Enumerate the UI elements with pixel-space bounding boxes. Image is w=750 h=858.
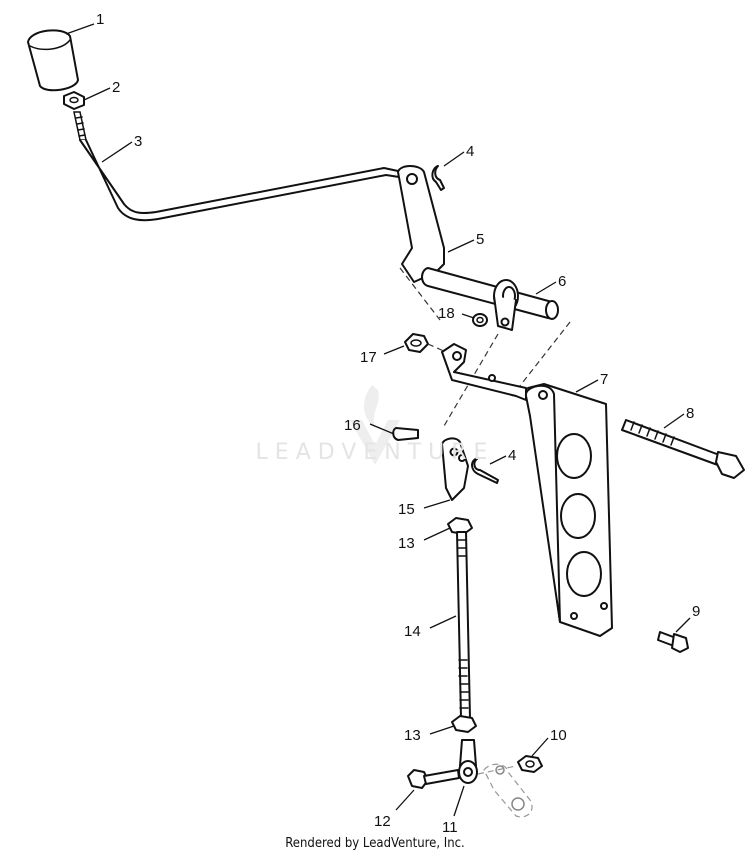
leader-lines <box>65 23 691 817</box>
jam-nut-lower <box>451 715 477 733</box>
callout-6: 6 <box>558 273 566 290</box>
callout-7: 7 <box>600 371 608 388</box>
callout-15: 15 <box>398 501 415 518</box>
mating-linkage-ghost <box>477 763 533 818</box>
clevis-pin <box>392 427 419 441</box>
callout-5: 5 <box>476 231 484 248</box>
callout-4-lower: 4 <box>508 447 516 464</box>
callout-17: 17 <box>360 349 377 366</box>
nut-top <box>63 91 85 110</box>
callouts: 1 2 3 4 5 6 18 17 7 8 9 16 4 15 13 14 13… <box>96 11 700 836</box>
callout-16: 16 <box>344 417 361 434</box>
cotter-pin-lower <box>471 457 499 484</box>
callout-12: 12 <box>374 813 391 830</box>
callout-2: 2 <box>112 79 120 96</box>
callout-13-upper: 13 <box>398 535 415 552</box>
bracket <box>441 343 613 637</box>
callout-4-upper: 4 <box>466 143 474 160</box>
footer-credit: Rendered by LeadVenture, Inc. <box>285 836 465 851</box>
rod-end-bolt <box>407 769 460 789</box>
callout-10: 10 <box>550 727 567 744</box>
callout-11: 11 <box>442 819 458 836</box>
lever-arm <box>397 165 445 283</box>
callout-3: 3 <box>134 133 142 150</box>
rod-end <box>458 739 478 784</box>
knob <box>27 29 79 92</box>
threaded-rod <box>456 531 471 719</box>
shift-lever-rod <box>73 111 400 222</box>
callout-13-lower: 13 <box>404 727 421 744</box>
rod-end-nut <box>517 755 543 773</box>
callout-1: 1 <box>96 11 104 28</box>
clevis <box>441 437 469 501</box>
callout-9: 9 <box>692 603 700 620</box>
shaft <box>421 267 559 331</box>
jam-nut-upper <box>447 517 473 535</box>
callout-14: 14 <box>404 623 421 640</box>
callout-8: 8 <box>686 405 694 422</box>
cotter-pin-upper <box>431 165 445 191</box>
hex-nut <box>404 333 429 353</box>
long-bolt <box>621 419 745 479</box>
callout-18: 18 <box>438 305 455 322</box>
small-bolt <box>657 631 689 653</box>
washer <box>472 313 488 327</box>
